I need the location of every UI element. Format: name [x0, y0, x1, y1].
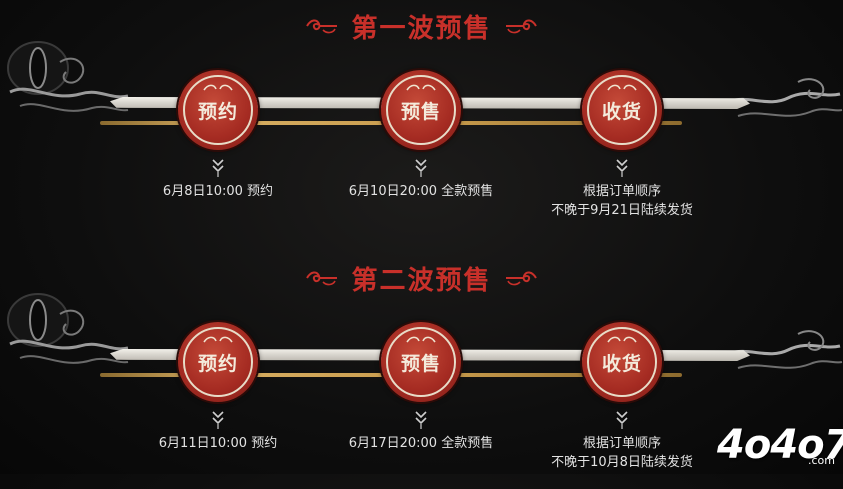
step-description: 6月17日20:00 全款预售 [348, 436, 494, 451]
step-label: 预售 [400, 101, 441, 123]
cloud-ornament-icon [607, 336, 637, 343]
cloud-ornament-icon [306, 271, 338, 286]
step-description: 6月8日10:00 预约 [162, 184, 274, 199]
step-description: 6月11日10:00 预约 [158, 436, 278, 451]
cloud-ornament-icon [607, 84, 637, 91]
presale-wave-2: 第二波预售 预约 6月11日10:00 预 [0, 252, 843, 489]
step-seal: 预约 [178, 322, 258, 402]
section-title-row: 第一波预售 [0, 8, 843, 44]
cloud-ornament-icon [505, 271, 537, 286]
chevron-down-icon [212, 159, 224, 177]
section-title: 第二波预售 [351, 265, 492, 296]
step-description: 根据订单顺序 不晚于9月21日陆续发货 [551, 184, 693, 218]
cloud-ornament-icon [505, 19, 537, 34]
ink-cloud-left-decoration [7, 41, 129, 112]
step-description: 根据订单顺序 不晚于10月8日陆续发货 [551, 436, 693, 470]
chevron-down-icon [212, 411, 224, 429]
step-seal: 预约 [178, 70, 258, 150]
step-label: 预约 [197, 101, 238, 123]
step-label: 预售 [400, 353, 441, 375]
step-label: 收货 [601, 353, 642, 375]
section-title: 第一波预售 [351, 13, 492, 44]
cloud-ornament-icon [306, 19, 338, 34]
watermark-text: 4o4o7 [717, 422, 843, 468]
watermark-domain: .com [808, 454, 835, 467]
chevron-down-icon [415, 159, 427, 177]
ink-cloud-left-decoration [7, 293, 129, 364]
cloud-ornament-icon [406, 84, 436, 91]
step-seal: 预售 [381, 322, 461, 402]
chevron-down-icon [616, 159, 628, 177]
cloud-ornament-icon [406, 336, 436, 343]
presale-wave-1: 第一波预售 预约 6月8日10:00 预约 [0, 0, 843, 237]
step-description: 6月10日20:00 全款预售 [348, 184, 494, 199]
cloud-ornament-icon [203, 336, 233, 343]
cloud-ornament-icon [203, 84, 233, 91]
step-label: 收货 [601, 101, 642, 123]
chevron-down-icon [415, 411, 427, 429]
step-seal: 收货 [582, 322, 662, 402]
step-seal: 预售 [381, 70, 461, 150]
site-watermark-logo: 4o4o7 .com [717, 422, 843, 470]
step-label: 预约 [197, 353, 238, 375]
section-title-row: 第二波预售 [0, 260, 843, 296]
chevron-down-icon [616, 411, 628, 429]
step-seal: 收货 [582, 70, 662, 150]
